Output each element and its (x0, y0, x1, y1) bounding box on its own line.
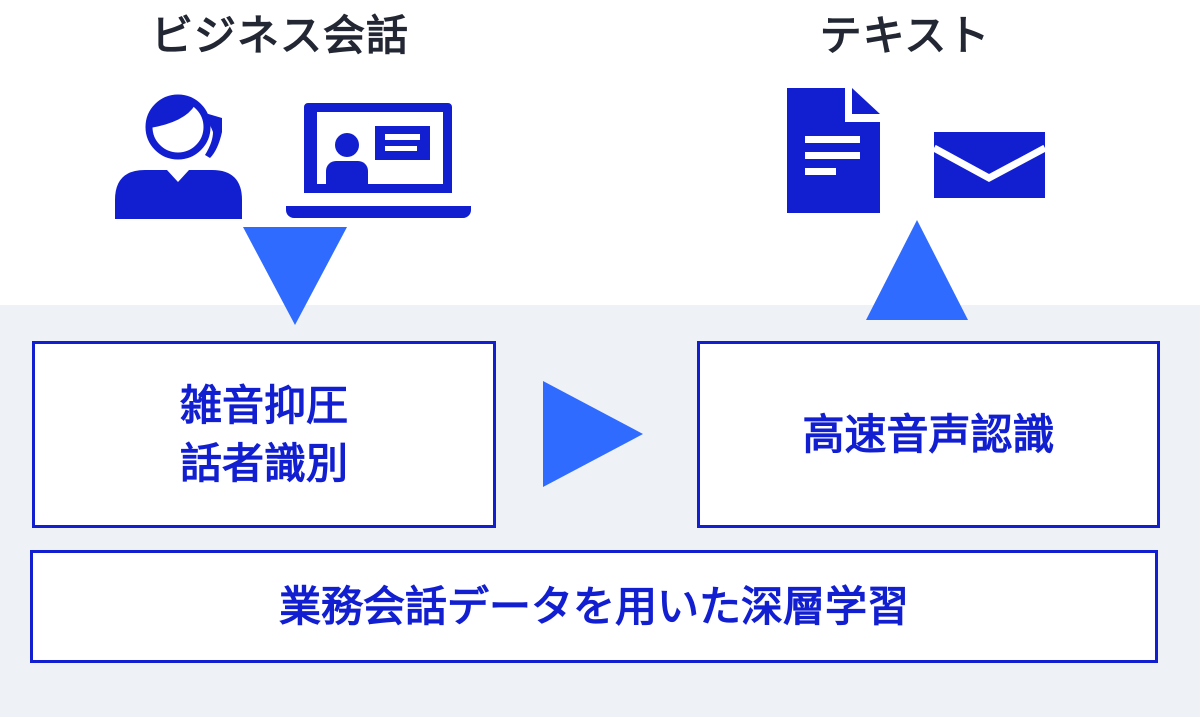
noise-suppression-box: 雑音抑圧 話者識別 (32, 341, 496, 528)
text-title: テキスト (819, 11, 991, 60)
up-arrow (866, 220, 968, 320)
business-conversation-title: ビジネス会話 (150, 11, 409, 60)
laptop-video-call-icon (286, 103, 471, 218)
right-arrow (543, 381, 643, 487)
deep-learning-box: 業務会話データを用いた深層学習 (30, 550, 1158, 663)
envelope-icon (932, 132, 1047, 198)
down-arrow (243, 227, 347, 325)
operator-headset-icon (115, 94, 242, 219)
document-icon (787, 88, 880, 213)
speaker-identification-label: 話者識別 (179, 438, 348, 488)
noise-suppression-label: 雑音抑圧 (179, 380, 348, 430)
speech-recognition-label: 高速音声認識 (802, 409, 1055, 459)
speech-recognition-box: 高速音声認識 (697, 341, 1160, 528)
deep-learning-label: 業務会話データを用いた深層学習 (278, 581, 909, 631)
